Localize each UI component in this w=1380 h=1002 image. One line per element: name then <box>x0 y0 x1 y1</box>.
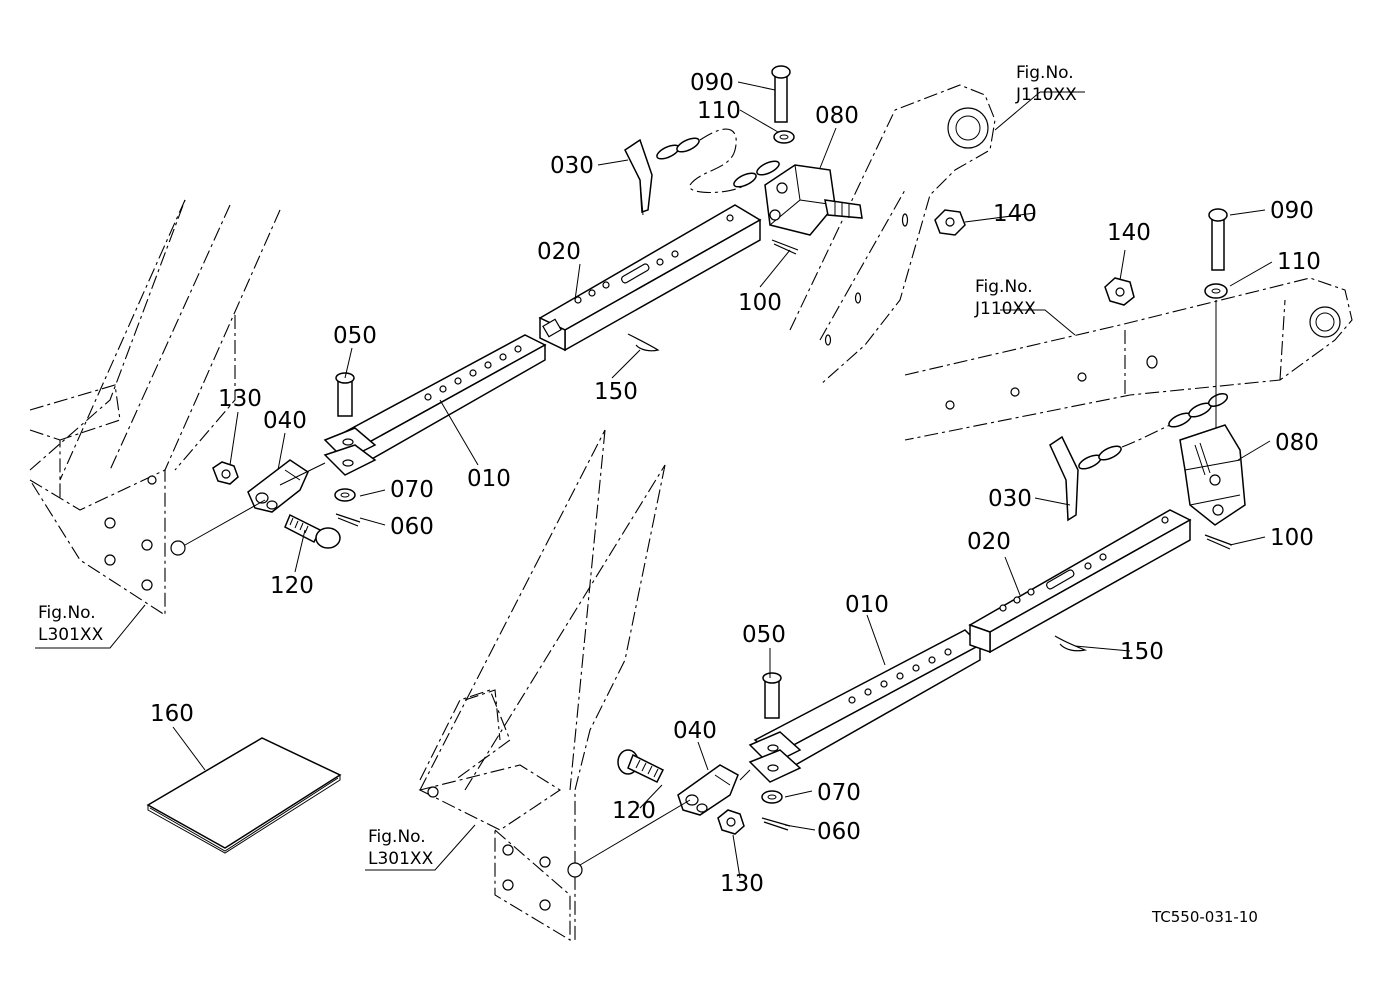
callout-090-right: 090 <box>1270 198 1314 224</box>
right-pin-050 <box>762 672 782 719</box>
callout-110-right: 110 <box>1277 249 1321 275</box>
right-pin-090 <box>1208 208 1228 271</box>
callout-070-right: 070 <box>817 780 861 806</box>
right-handle-pin-030 <box>1049 435 1079 522</box>
left-washer-110 <box>773 130 795 144</box>
right-bracket-080 <box>1179 424 1246 526</box>
callout-020-right: 020 <box>967 529 1011 555</box>
left-tractor-frame-outline <box>29 199 281 617</box>
callout-070-left: 070 <box>390 477 434 503</box>
callout-040-left: 040 <box>263 408 307 434</box>
left-pin-090 <box>771 65 791 123</box>
fig-ref-j110-right-line1: Fig.No. <box>975 277 1033 297</box>
callout-100-right: 100 <box>1270 525 1314 551</box>
left-nut-130 <box>212 461 239 485</box>
upper-lift-arm-outline <box>789 84 996 386</box>
right-outer-tube-020 <box>968 509 1192 654</box>
operator-manual-160 <box>146 737 342 854</box>
right-lift-arm-outline <box>904 277 1353 441</box>
callout-150-right: 150 <box>1120 639 1164 665</box>
left-r-clip-150 <box>627 333 660 352</box>
left-handle-pin-030 <box>624 138 653 216</box>
callout-080-right: 080 <box>1275 430 1319 456</box>
callout-140-upper: 140 <box>993 201 1037 227</box>
left-bracket-080 <box>764 164 863 236</box>
right-inner-bar-010 <box>748 629 982 783</box>
callout-090-upper: 090 <box>690 70 734 96</box>
left-stabilizer-assembly <box>212 65 966 549</box>
right-stabilizer-assembly <box>617 208 1246 835</box>
callout-labels: 090 110 080 030 140 020 100 050 150 130 … <box>150 70 1321 897</box>
right-washer-110 <box>1204 283 1228 299</box>
fig-ref-l301-left-line1: Fig.No. <box>38 603 96 623</box>
figure-references: Fig.No. J110XX Fig.No. J110XX Fig.No. L3… <box>38 63 1077 869</box>
left-inner-bar-010 <box>323 334 547 476</box>
right-r-clip-150 <box>1054 635 1088 652</box>
callout-120-left: 120 <box>270 573 314 599</box>
upper-nut-140 <box>934 209 966 236</box>
fig-ref-l301-mid-line2: L301XX <box>368 849 434 869</box>
callout-160-manual: 160 <box>150 701 194 727</box>
fig-ref-j110-upper-line1: Fig.No. <box>1016 63 1074 83</box>
fig-ref-l301-mid-line1: Fig.No. <box>368 827 426 847</box>
right-clevis-040 <box>677 764 739 816</box>
callout-060-left: 060 <box>390 514 434 540</box>
right-cotter-pin-100 <box>1204 534 1233 550</box>
callout-010-right: 010 <box>845 592 889 618</box>
callout-040-right: 040 <box>673 718 717 744</box>
right-nut-140 <box>1104 277 1135 306</box>
fig-ref-j110-right-line2: J110XX <box>974 299 1036 319</box>
callout-140-right: 140 <box>1107 220 1151 246</box>
left-outer-tube-020 <box>538 204 762 352</box>
callout-030-upper: 030 <box>550 153 594 179</box>
callout-120-right: 120 <box>612 798 656 824</box>
fig-ref-l301-left-line2: L301XX <box>38 625 104 645</box>
callout-080-upper: 080 <box>815 103 859 129</box>
callout-100-upper: 100 <box>738 290 782 316</box>
right-cotter-pin-060 <box>761 817 791 831</box>
fig-ref-j110-upper-line2: J110XX <box>1015 85 1077 105</box>
left-washer-070 <box>334 488 356 502</box>
left-cotter-pin-100 <box>771 239 799 255</box>
callout-050-right: 050 <box>742 622 786 648</box>
callout-020-upper: 020 <box>537 239 581 265</box>
right-washer-070 <box>761 790 783 804</box>
callout-130-right: 130 <box>720 871 764 897</box>
left-cotter-pin-060 <box>335 513 361 527</box>
right-bolt-120 <box>617 749 665 783</box>
callout-130-left: 130 <box>218 386 262 412</box>
callout-010-left: 010 <box>467 466 511 492</box>
left-clevis-040 <box>247 459 309 513</box>
center-tractor-frame-outline <box>418 429 666 941</box>
left-chain <box>656 128 780 193</box>
callout-150-upper: 150 <box>594 379 638 405</box>
left-pin-050 <box>335 372 355 417</box>
callout-050-left: 050 <box>333 323 377 349</box>
left-bolt-120 <box>284 513 341 549</box>
callout-110-upper: 110 <box>697 98 741 124</box>
leader-lines <box>35 81 1273 879</box>
callout-060-right: 060 <box>817 819 861 845</box>
right-nut-130 <box>717 809 745 835</box>
drawing-code: TC550-031-10 <box>1151 908 1258 926</box>
callout-030-right: 030 <box>988 486 1032 512</box>
